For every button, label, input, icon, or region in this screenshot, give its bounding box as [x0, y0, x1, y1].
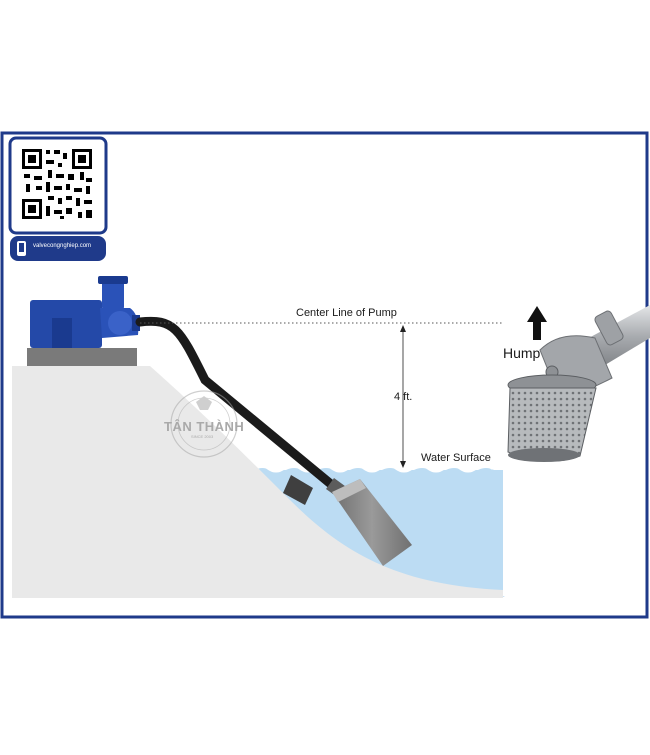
depth-arrow	[400, 325, 406, 468]
suction-hose	[135, 316, 337, 490]
water-surface-label: Water Surface	[421, 452, 491, 464]
hose-float	[283, 475, 313, 505]
ground-bank	[12, 366, 503, 598]
submersible-unit	[326, 478, 412, 566]
pump-base	[27, 348, 137, 366]
hump-label: Hump	[503, 345, 541, 361]
watermark-name: TÂN THÀNH	[164, 419, 245, 434]
surface-pump	[30, 276, 140, 348]
depth-label: 4 ft.	[394, 391, 413, 403]
qr-code-icon	[22, 149, 92, 219]
website-label[interactable]: valvecongnghiep.com	[33, 243, 92, 249]
outer-frame	[0, 131, 649, 619]
gear-logo-icon	[170, 390, 238, 458]
foot-valve-strainer	[507, 305, 650, 462]
center-line-label: Center Line of Pump	[296, 307, 397, 319]
up-arrow-icon	[527, 306, 547, 340]
water-wave	[251, 463, 503, 473]
watermark-since: SINCE 2003	[191, 434, 214, 439]
phone-icon	[17, 241, 26, 256]
qr-badge	[8, 136, 108, 261]
